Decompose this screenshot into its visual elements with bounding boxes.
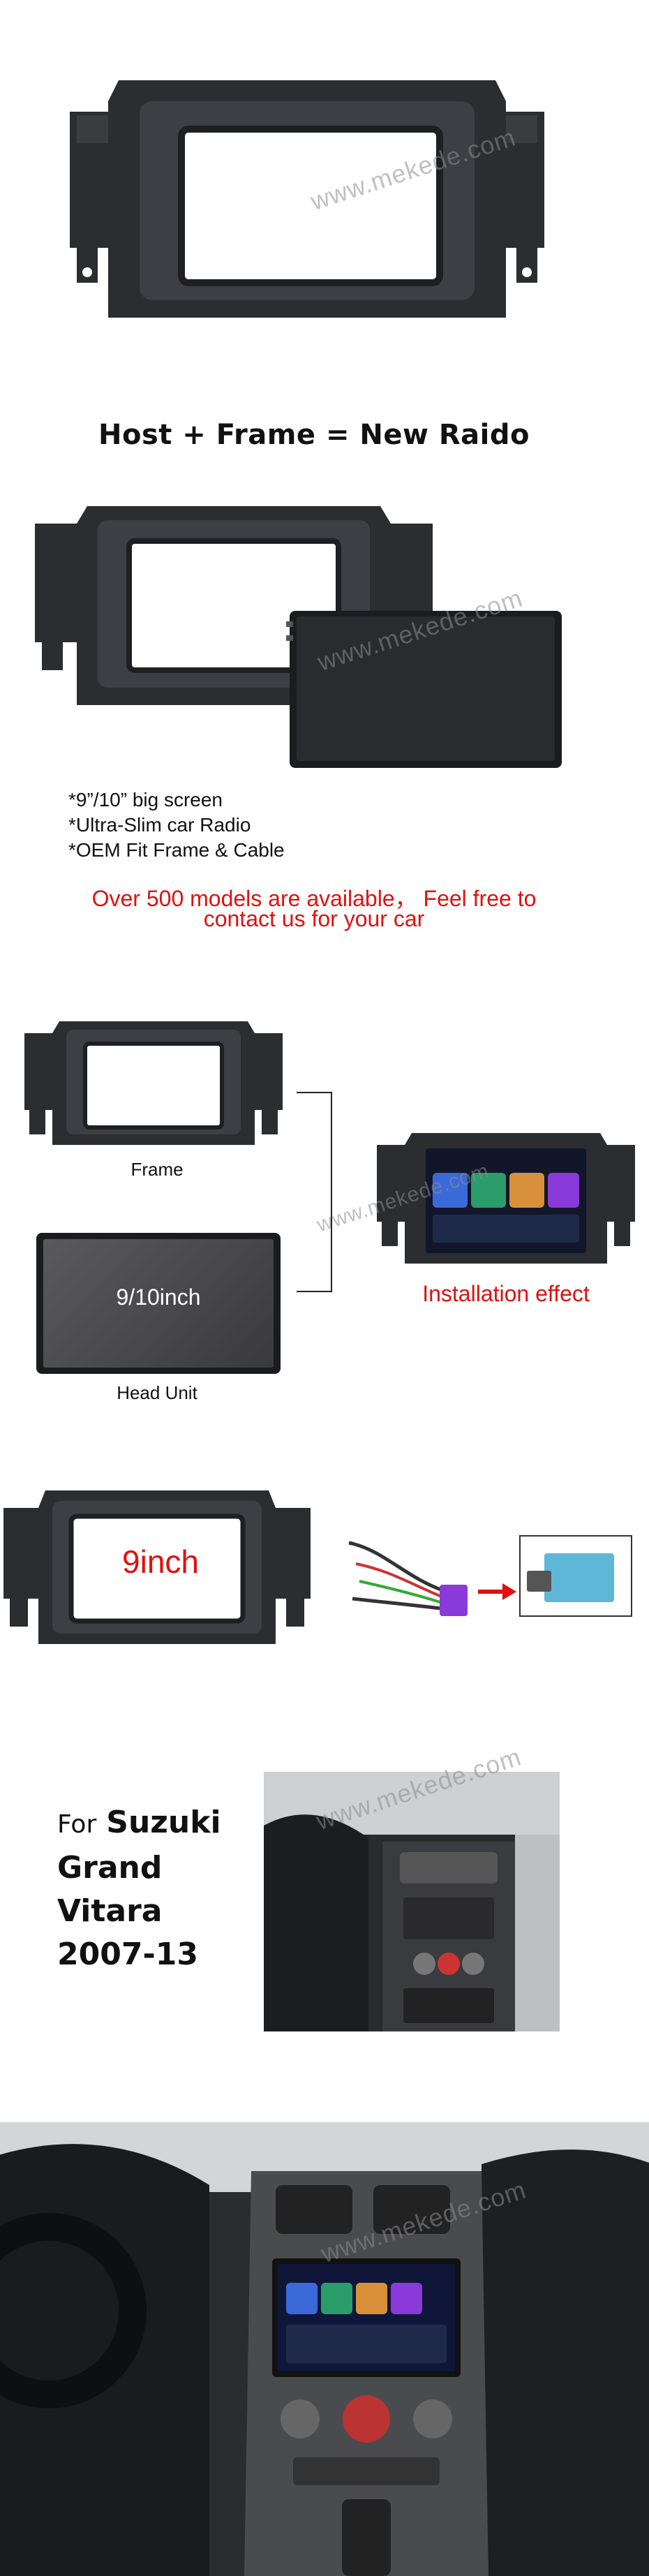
feature-big-screen: *9”/10” big screen xyxy=(68,789,223,810)
installation-effect-image xyxy=(377,1133,635,1264)
feature-ultra-slim: *Ultra-Slim car Radio xyxy=(68,814,251,836)
availability-line-2: contact us for your car xyxy=(203,906,425,931)
vehicle-make: Suzuki xyxy=(106,1805,221,1840)
connector-bracket xyxy=(297,1092,332,1292)
vehicle-title: For Suzuki Grand Vitara 2007-13 xyxy=(57,1801,221,1976)
frame-product-image xyxy=(70,80,544,318)
head-unit-image xyxy=(36,1233,281,1374)
feature-oem-fit: *OEM Fit Frame & Cable xyxy=(68,839,285,861)
vehicle-years: 2007-13 xyxy=(57,1937,198,1972)
head-unit-label: Head Unit xyxy=(117,1382,197,1403)
screen-size-label: 9/10inch xyxy=(116,1285,201,1310)
page-headline: Host + Frame = New Raido xyxy=(98,419,530,451)
frame-with-unit-image xyxy=(35,506,562,768)
nine-inch-label: 9inch xyxy=(122,1544,199,1580)
nine-inch-frame-image xyxy=(3,1490,311,1644)
wiring-harness-image xyxy=(348,1535,632,1617)
vehicle-prefix: For xyxy=(57,1810,97,1839)
vehicle-model-line2: Vitara xyxy=(57,1893,163,1929)
installation-effect-label: Installation effect xyxy=(422,1281,590,1306)
installed-dashboard-image xyxy=(0,2122,649,2576)
original-dashboard-image xyxy=(264,1772,560,2031)
frame-label: Frame xyxy=(130,1159,184,1180)
availability-line-1: Over 500 models are available， Feel free… xyxy=(91,886,537,911)
vehicle-model-line1: Grand xyxy=(57,1850,163,1886)
small-frame-image xyxy=(24,1021,283,1145)
